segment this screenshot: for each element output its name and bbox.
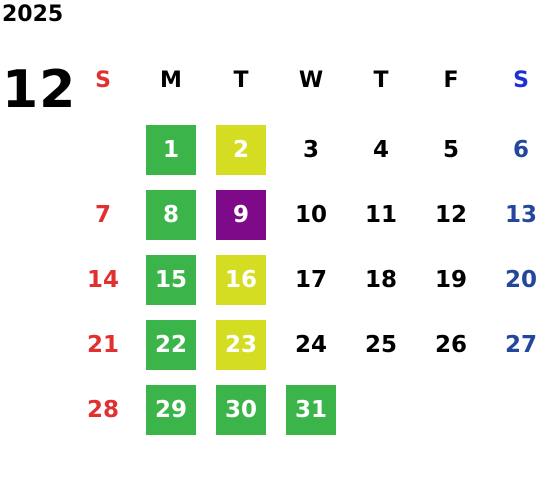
day-cell-21[interactable]: 21	[86, 332, 119, 358]
day-cell-8[interactable]: 8	[146, 190, 196, 240]
weekday-0: S	[95, 68, 111, 93]
weekday-2: T	[233, 68, 249, 93]
day-cell-29[interactable]: 29	[146, 385, 196, 435]
day-cell-24[interactable]: 24	[294, 332, 327, 358]
day-cell-15[interactable]: 15	[146, 255, 196, 305]
day-cell-18[interactable]: 18	[364, 267, 397, 293]
weekday-6: S	[513, 68, 529, 93]
day-cell-14[interactable]: 14	[86, 267, 119, 293]
day-cell-4[interactable]: 4	[372, 137, 389, 163]
weekday-3: W	[298, 68, 324, 93]
day-cell-10[interactable]: 10	[294, 202, 327, 228]
day-cell-7[interactable]: 7	[94, 202, 111, 228]
day-cell-1[interactable]: 1	[146, 125, 196, 175]
day-cell-20[interactable]: 20	[504, 267, 537, 293]
day-cell-11[interactable]: 11	[364, 202, 397, 228]
day-cell-6[interactable]: 6	[512, 137, 529, 163]
month-label: 12	[2, 60, 77, 120]
weekday-4: T	[373, 68, 389, 93]
weekday-1: M	[160, 68, 182, 93]
day-cell-12[interactable]: 12	[434, 202, 467, 228]
day-cell-26[interactable]: 26	[434, 332, 467, 358]
day-cell-31[interactable]: 31	[286, 385, 336, 435]
year-label: 2025	[2, 2, 64, 27]
day-cell-22[interactable]: 22	[146, 320, 196, 370]
weekday-5: F	[443, 68, 459, 93]
day-cell-25[interactable]: 25	[364, 332, 397, 358]
day-cell-27[interactable]: 27	[504, 332, 537, 358]
day-cell-3[interactable]: 3	[302, 137, 319, 163]
day-cell-2[interactable]: 2	[216, 125, 266, 175]
day-cell-17[interactable]: 17	[294, 267, 327, 293]
day-cell-28[interactable]: 28	[86, 397, 119, 423]
day-cell-23[interactable]: 23	[216, 320, 266, 370]
day-cell-16[interactable]: 16	[216, 255, 266, 305]
day-cell-5[interactable]: 5	[442, 137, 459, 163]
day-cell-9[interactable]: 9	[216, 190, 266, 240]
day-cell-19[interactable]: 19	[434, 267, 467, 293]
day-cell-30[interactable]: 30	[216, 385, 266, 435]
day-cell-13[interactable]: 13	[504, 202, 537, 228]
